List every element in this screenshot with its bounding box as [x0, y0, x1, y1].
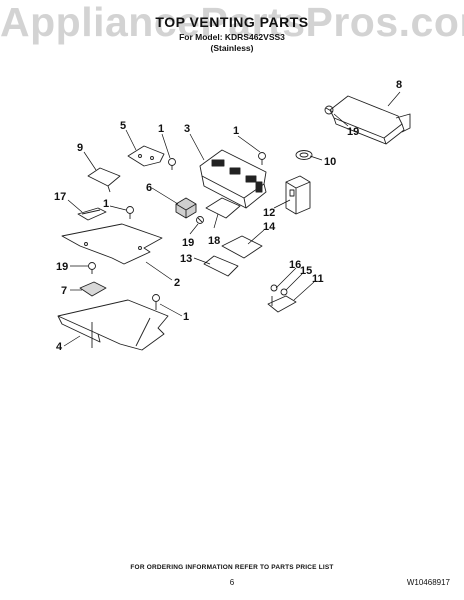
- callout-19-b: 19: [182, 237, 194, 249]
- part-3-vent-assembly: [199, 149, 267, 209]
- callout-9: 9: [77, 142, 83, 154]
- part-14-gasket: [221, 235, 263, 259]
- callout-6: 6: [146, 182, 152, 194]
- part-2-top-panel: [61, 223, 163, 265]
- callout-2: 2: [174, 277, 180, 289]
- part-10-grommet: [295, 150, 313, 160]
- finish-label: (Stainless): [210, 43, 254, 53]
- callout-7: 7: [61, 285, 67, 297]
- callout-15: 15: [300, 265, 312, 277]
- callout-8: 8: [396, 79, 402, 91]
- screw-19-mid: [196, 216, 204, 224]
- screw-19-top: [324, 105, 334, 115]
- part-6-block: [175, 197, 197, 219]
- page-number: 6: [229, 578, 235, 587]
- callout-10: 10: [324, 156, 336, 168]
- document-number: W10468917: [406, 578, 450, 587]
- screw-1-c: [126, 206, 134, 219]
- model-number: For Model: KDRS462VSS3: [179, 32, 285, 42]
- screw-1-b: [258, 152, 266, 165]
- part-13-plate: [203, 255, 239, 277]
- callout-19-c: 19: [56, 261, 68, 273]
- screw-16: [270, 284, 278, 292]
- part-12-bracket: [285, 175, 311, 215]
- callout-4: 4: [56, 341, 63, 353]
- part-11-bracket: [267, 295, 297, 313]
- part-8-bracket: [329, 95, 411, 145]
- ordering-note: FOR ORDERING INFORMATION REFER TO PARTS …: [130, 564, 334, 571]
- part-9-bracket: [87, 167, 121, 193]
- page-title: TOP VENTING PARTS: [155, 14, 309, 30]
- callout-17: 17: [54, 191, 66, 203]
- screw-19-left: [88, 262, 96, 274]
- callout-labels: 1 1 1 1 2 3 4 5 6 7 8 9 10 11 12 13 14 1…: [54, 79, 402, 353]
- part-17-clip: [77, 207, 107, 221]
- screw-1-a: [168, 158, 176, 170]
- callout-3: 3: [184, 123, 190, 135]
- watermark: AppliancePartsPros.com: [0, 0, 464, 45]
- callout-1-a: 1: [158, 123, 164, 135]
- part-7-plate: [79, 281, 107, 297]
- callout-1-d: 1: [183, 311, 189, 323]
- callout-5: 5: [120, 120, 126, 132]
- part-4-base-tray: [57, 299, 169, 351]
- part-18-gasket: [205, 197, 241, 219]
- callout-16: 16: [289, 259, 301, 271]
- callout-18: 18: [208, 235, 220, 247]
- callout-11: 11: [312, 273, 324, 285]
- callout-1-c: 1: [103, 198, 109, 210]
- screw-15: [280, 288, 288, 296]
- part-5-plate: [127, 145, 165, 167]
- callout-19-a: 19: [347, 126, 359, 138]
- screw-1-d: [152, 294, 160, 310]
- callout-13: 13: [180, 253, 192, 265]
- callout-12: 12: [263, 207, 275, 219]
- callout-14: 14: [263, 221, 276, 233]
- callout-1-b: 1: [233, 125, 239, 137]
